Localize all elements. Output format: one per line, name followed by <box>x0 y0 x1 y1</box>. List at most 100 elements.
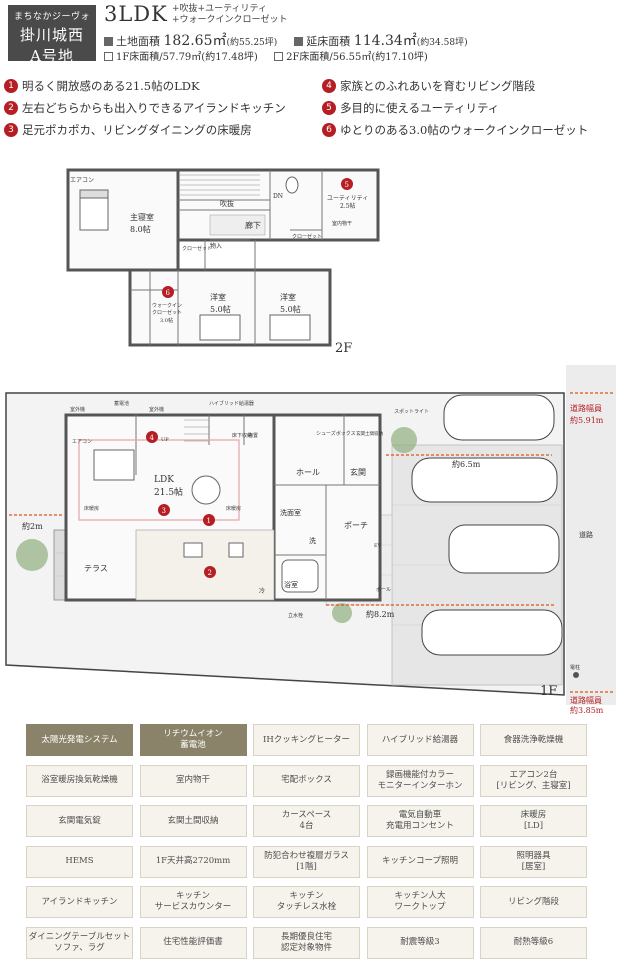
floor-label: 延床面積 <box>306 35 351 48</box>
equipment-item-line: キッチン <box>175 891 210 901</box>
plan2f-room1-size-label: 5.0帖 <box>210 304 231 314</box>
land-value: 182.65㎡ <box>163 33 227 49</box>
hall-label: ホール <box>296 468 320 477</box>
equipment-item-line: 耐熱等級6 <box>513 937 554 947</box>
equipment-item-line: 太陽光発電システム <box>41 734 118 745</box>
feature-text: ゆとりのある3.0帖のウォークインクローゼット <box>340 123 589 137</box>
equipment-item-line: エアコン2台 <box>509 769 558 780</box>
hybrid-water-label: ハイブリッド給湯器 <box>209 400 254 407</box>
badge-line2: 掛川城西 <box>19 26 84 44</box>
equipment-item-line: 宅配ボックス <box>281 775 332 785</box>
equipment-item: 防犯合わせ複層ガラス[1階] <box>253 845 360 878</box>
plan-sub: +吹抜+ユーティリティ +ウォークインクローゼット <box>172 4 288 26</box>
equipment-item-line: ソファ、ラグ <box>54 942 105 953</box>
outdoor-unit-label: 室外機 <box>70 406 85 413</box>
equipment-item-line: リビング階段 <box>507 896 559 907</box>
equipment-item: 太陽光発電システム <box>26 724 133 756</box>
equipment-item-line: ワークトップ <box>394 902 446 912</box>
filled-square-icon <box>104 37 113 46</box>
plan2f-floor-label: 2F <box>335 341 352 356</box>
plan2f-wic-label2: クローゼット <box>152 309 182 316</box>
plan2f-aircon-label: エアコン <box>70 177 94 184</box>
equipment-item-line: IHクッキングヒーター <box>262 734 351 745</box>
floor-heat2-label: 床暖房 <box>226 505 241 512</box>
plan-type: 3LDK <box>104 2 168 26</box>
feature-marker-6 <box>162 286 174 298</box>
road-width-bottom-label: 道路幅員 <box>570 695 602 705</box>
plan2f-wic-label: ウォークイン <box>152 302 182 309</box>
equipment-item-line: 玄関電気錠 <box>58 815 101 826</box>
plan1f-marker1-number: 1 <box>207 517 211 525</box>
up-label: UP <box>161 437 169 443</box>
filled-square-icon <box>294 37 304 46</box>
equipment-item: リビング階段 <box>480 886 587 918</box>
ev-box-label: EV <box>374 543 382 549</box>
equipment-item-line: 4台 <box>299 821 314 831</box>
equipment-item-line: 録画機能付カラー <box>385 769 454 780</box>
equipment-item-line: ダイニングテーブルセット <box>28 931 131 942</box>
bath-label: 浴室 <box>284 580 298 589</box>
floor-plan-2f: エアコン 主寝室 8.0帖 吹抜 DN 廊下 クローゼット 物入 クローゼット … <box>66 168 380 356</box>
area-row-main: 土地面積 182.65㎡(約55.25坪) 延床面積 114.34㎡(約34.5… <box>104 30 468 50</box>
tree-icon <box>391 427 417 453</box>
spot-light-label: スポットライト <box>394 408 429 415</box>
equipment-item: 住宅性能評価書 <box>139 926 247 959</box>
equipment-item-line: 住宅性能評価書 <box>163 937 223 947</box>
plan2f-indoor-dry-label: 室内物干 <box>332 220 352 227</box>
shoes-box-label: シューズボックス <box>316 430 356 437</box>
equipment-item-line: 玄関土間収納 <box>167 815 219 826</box>
plan1f-aircon-label: エアコン <box>72 439 92 445</box>
plan2f-marker6-number: 6 <box>166 289 171 297</box>
plan1f-marker3-number: 3 <box>162 507 166 515</box>
tree-icon <box>332 603 352 623</box>
badge-line1: まちなかジーヴォ <box>13 12 90 22</box>
header: まちなかジーヴォ 掛川城西 A号地 3LDK +吹抜+ユーティリティ +ウォーク… <box>0 0 620 70</box>
plan2f-room2-size-label: 5.0帖 <box>280 304 301 314</box>
equipment-item-line: 食器洗浄乾燥機 <box>503 734 564 745</box>
equipment-item-line: タッチレス水栓 <box>276 902 337 912</box>
equipment-item: ダイニングテーブルセットソファ、ラグ <box>26 926 133 959</box>
plan1f-marker2-number: 2 <box>208 569 212 577</box>
floor-value: 114.34㎡ <box>353 33 417 49</box>
equipment-item-line: 1F天井高2720mm <box>155 856 231 866</box>
equipment-item-line: [居室] <box>521 861 546 872</box>
hollow-square-icon <box>274 52 284 61</box>
feature-number: 2 <box>4 101 18 115</box>
equipment-item: 録画機能付カラーモニターインターホン <box>366 764 474 797</box>
equipment-item: 長期優良住宅認定対象物件 <box>253 926 360 959</box>
floor-plan-1f: 4 3 1 2 室外機 蓄電池 室外機 ハイブリッド給湯器 スポットライト エア… <box>5 365 616 705</box>
badge-line3: A号地 <box>30 47 74 65</box>
plan2f-utility-label: ユーティリティ <box>327 195 368 202</box>
equipment-item: キッチンコープ照明 <box>366 845 474 878</box>
plan2f-utility-size-label: 2.5帖 <box>340 202 356 210</box>
plan2f-closet-label: クローゼット <box>182 245 212 252</box>
equipment-item-line: 認定対象物件 <box>280 942 332 953</box>
plan1f-marker4-number: 4 <box>150 434 155 442</box>
plan2f-wic-size-label: 3.0帖 <box>160 317 173 324</box>
f1-area: 1F床面積/57.79㎡(約17.48坪) <box>116 52 258 63</box>
dim-65m-label: 約6.5m <box>452 459 481 469</box>
equipment-item: 宅配ボックス <box>253 764 360 797</box>
post-label: ポール <box>376 586 391 593</box>
plan-sub-line1: +吹抜+ユーティリティ <box>172 4 268 14</box>
plan2f-marker5-number: 5 <box>345 181 349 189</box>
wash-label: 洗 <box>309 536 316 545</box>
equipment-item: 室内物干 <box>139 764 247 797</box>
equipment-item-line: [LD] <box>523 821 544 831</box>
plan2f-room1-label: 洋室 <box>210 292 226 302</box>
plan2f-corridor-label: 廊下 <box>245 220 261 230</box>
ldk-size-label: 21.5帖 <box>154 486 183 498</box>
plan2f-closet2-label: クローゼット <box>292 233 322 240</box>
feature-number: 3 <box>4 123 18 137</box>
feature-marker-5 <box>341 178 353 190</box>
dim-2m-label: 約2m <box>22 521 43 531</box>
floor-heat-label: 床暖房 <box>84 505 99 512</box>
outdoor-unit2-label: 室外機 <box>149 406 164 413</box>
